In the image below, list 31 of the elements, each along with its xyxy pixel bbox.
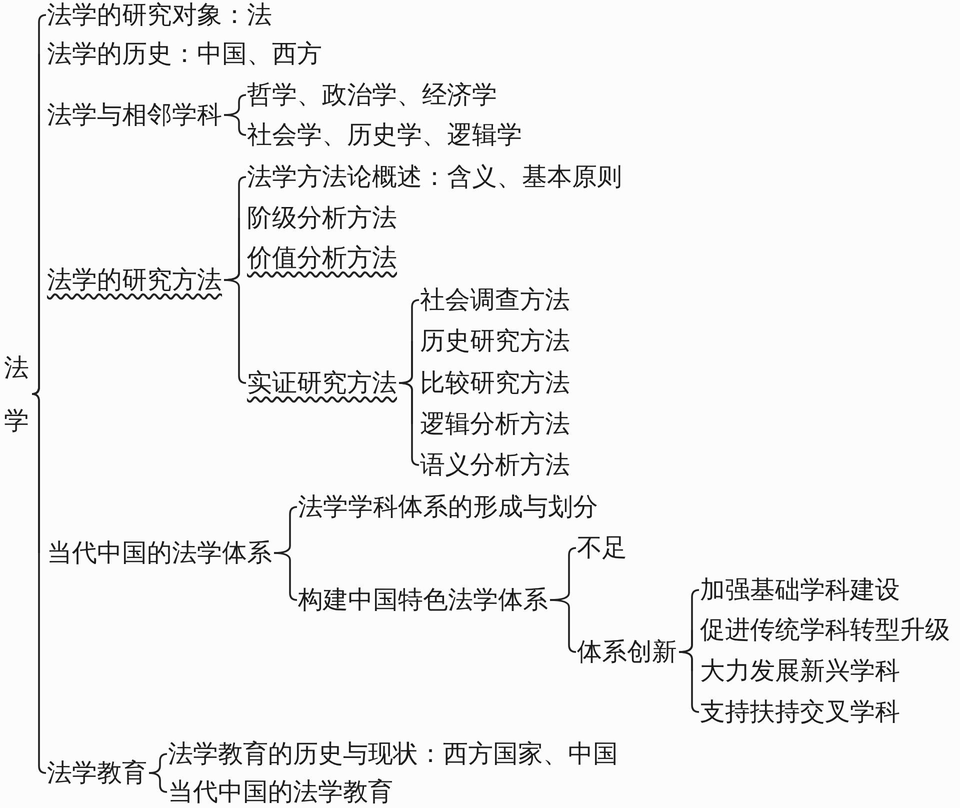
brace-connector bbox=[224, 114, 246, 136]
branch-label: 实证研究方法 bbox=[247, 367, 397, 399]
leaf-label: 法学的历史：中国、西方 bbox=[47, 38, 322, 70]
leaf-label: 阶级分析方法 bbox=[247, 202, 397, 234]
branch-label: 法学与相邻学科 bbox=[47, 99, 222, 131]
leaf-label: 语义分析方法 bbox=[420, 449, 570, 481]
leaf-label: 法学的研究对象：法 bbox=[47, 0, 272, 31]
branch-label: 法学的研究方法 bbox=[47, 264, 222, 296]
brace-connector bbox=[32, 280, 40, 395]
leaf-label: 促进传统学科转型升级 bbox=[700, 614, 950, 646]
brace-connector bbox=[148, 772, 168, 793]
branch-label: 构建中国特色法学体系 bbox=[298, 584, 548, 616]
leaf-label: 法学学科体系的形成与划分 bbox=[298, 491, 598, 523]
root-label: 法学 bbox=[4, 341, 30, 447]
leaf-label: 逻辑分析方法 bbox=[420, 408, 570, 440]
leaf-label: 法学教育的历史与现状：西方国家、中国 bbox=[168, 738, 618, 770]
leaf-label: 哲学、政治学、经济学 bbox=[247, 79, 497, 111]
leaf-label: 大力发展新兴学科 bbox=[700, 655, 900, 687]
leaf-label: 历史研究方法 bbox=[420, 325, 570, 357]
branch-label: 体系创新 bbox=[577, 636, 677, 668]
branch-label: 法学教育 bbox=[47, 757, 147, 789]
leaf-label: 不足 bbox=[577, 532, 627, 564]
leaf-label: 法学方法论概述：含义、基本原则 bbox=[247, 161, 622, 193]
leaf-label: 价值分析方法 bbox=[247, 242, 397, 274]
leaf-label: 社会学、历史学、逻辑学 bbox=[247, 119, 522, 151]
leaf-label: 加强基础学科建设 bbox=[700, 574, 900, 606]
leaf-label: 当代中国的法学教育 bbox=[168, 776, 393, 808]
leaf-label: 支持扶持交叉学科 bbox=[700, 696, 900, 728]
leaf-label: 社会调查方法 bbox=[420, 284, 570, 316]
leaf-label: 比较研究方法 bbox=[420, 367, 570, 399]
branch-label: 当代中国的法学体系 bbox=[47, 537, 272, 569]
